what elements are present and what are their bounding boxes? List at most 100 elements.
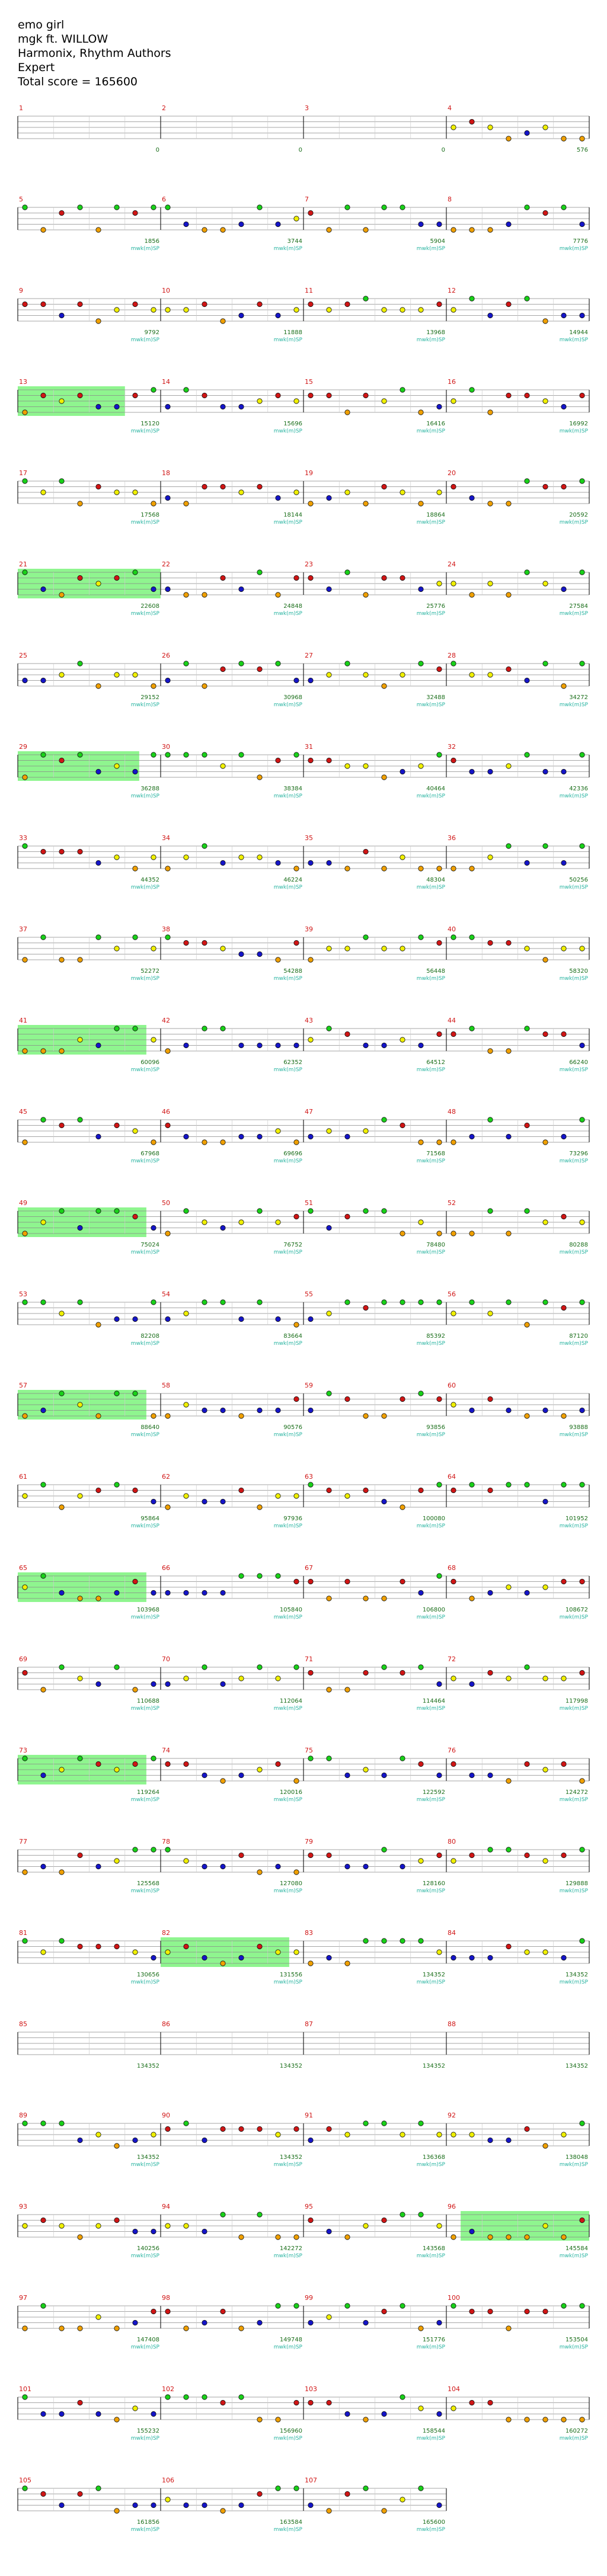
measure-score: 143568 — [423, 2245, 445, 2252]
note-gem — [183, 2502, 189, 2508]
note-gem — [202, 2394, 207, 2400]
note-gem — [40, 1407, 46, 1414]
note-gem — [326, 757, 332, 764]
note-gem — [238, 1042, 244, 1049]
note-gem — [132, 2228, 138, 2235]
note-gem — [451, 1031, 456, 1037]
measure-score: 105840 — [280, 1607, 302, 1613]
note-gem — [579, 1670, 585, 1676]
note-gem — [293, 2234, 299, 2240]
note-gem — [487, 124, 493, 130]
note-gem — [418, 1219, 424, 1225]
note-gem — [579, 1482, 585, 1488]
note-gem — [326, 1128, 332, 1134]
note-gem — [132, 672, 138, 678]
measure-score: 16992 — [569, 421, 588, 427]
measure-number: 13 — [19, 378, 27, 386]
note-gem — [293, 2303, 299, 2309]
note-gem — [22, 957, 28, 963]
note-gem — [400, 1578, 405, 1585]
note-gem — [381, 1498, 387, 1505]
timing-label: mwk(m)SP — [274, 1341, 303, 1347]
note-gem — [579, 1847, 585, 1853]
note-gem — [22, 843, 28, 849]
note-gem — [22, 2485, 28, 2491]
note-gem — [293, 2485, 299, 2491]
note-gem — [183, 1493, 189, 1499]
note-gem — [308, 1670, 314, 1676]
note-gem — [469, 1955, 475, 1961]
note-gem — [308, 1037, 314, 1043]
timing-label: mwk(m)SP — [417, 793, 446, 799]
note-gem — [344, 1687, 350, 1693]
note-gem — [579, 661, 585, 667]
note-gem — [363, 1938, 369, 1944]
note-gem — [418, 661, 424, 667]
note-gem — [165, 2308, 171, 2315]
measure-score: 161856 — [137, 2519, 159, 2526]
timing-label: mwk(m)SP — [274, 1979, 303, 1985]
note-gem — [524, 130, 530, 136]
measure-score: 87120 — [569, 1333, 588, 1340]
note-gem — [202, 301, 207, 307]
note-gem — [418, 2120, 424, 2126]
note-gem — [308, 1578, 314, 1585]
note-gem — [524, 677, 530, 684]
note-gem — [77, 392, 83, 399]
measure-number: 89 — [19, 2112, 27, 2119]
measure-number: 21 — [19, 560, 27, 568]
note-gem — [220, 1590, 226, 1596]
measure-score: 46224 — [283, 877, 302, 883]
measure-number: 26 — [162, 652, 170, 659]
note-gem — [579, 946, 585, 951]
note-gem — [77, 2325, 83, 2331]
note-gem — [344, 301, 350, 307]
note-gem — [524, 860, 530, 866]
measure-score: 69696 — [283, 1151, 302, 1157]
note-gem — [22, 1493, 28, 1499]
note-gem — [418, 1487, 424, 1494]
note-gem — [22, 1938, 28, 1944]
note-gem — [451, 124, 456, 130]
timing-label: mwk(m)SP — [560, 1523, 589, 1529]
measure-number: 82 — [162, 1929, 170, 1937]
note-gem — [95, 2223, 101, 2229]
note-gem — [165, 2497, 171, 2503]
note-gem — [451, 2132, 456, 2138]
measure-score: 119264 — [137, 1789, 159, 1796]
measure-score: 134352 — [423, 1972, 445, 1978]
measure-number: 87 — [305, 2020, 313, 2028]
note-gem — [151, 204, 156, 210]
note-gem — [308, 2137, 314, 2144]
timing-label: mwk(m)SP — [274, 885, 303, 890]
timing-label: mwk(m)SP — [560, 1614, 589, 1620]
note-gem — [469, 866, 475, 872]
note-gem — [487, 1487, 493, 1494]
measure-number: 86 — [162, 2020, 170, 2028]
note-gem — [238, 403, 244, 410]
note-gem — [293, 2399, 299, 2406]
measure-score: 156960 — [280, 2428, 302, 2434]
note-gem — [561, 2132, 567, 2138]
note-gem — [293, 866, 299, 872]
timing-label: mwk(m)SP — [560, 2253, 589, 2259]
note-gem — [451, 934, 456, 940]
measure-score: 20592 — [569, 512, 588, 518]
note-gem — [418, 221, 424, 228]
note-gem — [202, 1219, 207, 1225]
timing-label: mwk(m)SP — [274, 611, 303, 617]
note-gem — [165, 204, 171, 210]
note-gem — [344, 1493, 350, 1499]
note-gem — [40, 1219, 46, 1225]
note-gem — [344, 1960, 350, 1966]
measure-score: 88640 — [140, 1424, 159, 1431]
measure-score: 120016 — [280, 1789, 302, 1796]
note-gem — [202, 2228, 207, 2235]
measure-score: 130656 — [137, 1972, 159, 1978]
note-gem — [326, 227, 332, 233]
measure-number: 98 — [162, 2294, 170, 2302]
note-gem — [238, 1219, 244, 1225]
note-gem — [275, 1949, 281, 1955]
note-gem — [293, 307, 299, 313]
measure-score: 145584 — [566, 2245, 588, 2252]
